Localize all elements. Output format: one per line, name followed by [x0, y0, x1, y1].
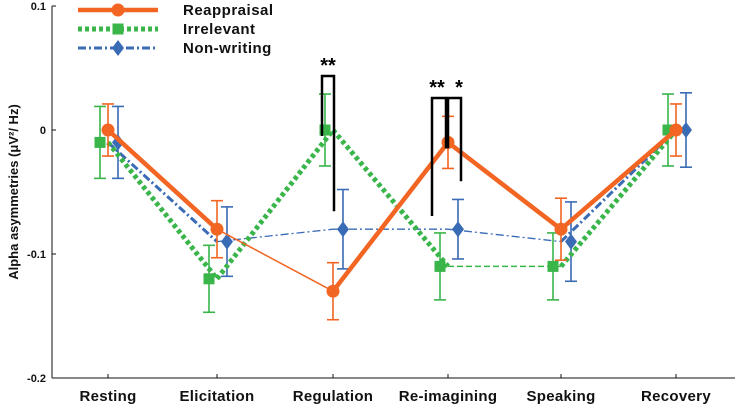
x-tick-label: Resting [79, 388, 136, 405]
y-axis-label: Alpha asymmetries (μV²/ Hz) [6, 104, 21, 280]
data-point [94, 136, 106, 148]
data-point [319, 124, 331, 136]
data-point [554, 222, 568, 236]
y-tick-label: -0.2 [27, 373, 46, 385]
series-line-segment [216, 228, 334, 243]
significance-annotations: ***** [320, 55, 463, 216]
series-line-segment [215, 128, 335, 281]
data-point [337, 221, 349, 238]
series-line-segment [331, 141, 450, 293]
series-line-segment [216, 228, 334, 292]
data-point [669, 123, 683, 137]
series-irrelevant [94, 93, 678, 314]
data-point [452, 221, 464, 238]
legend-label: Reappraisal [183, 2, 274, 19]
legend-marker [112, 40, 124, 56]
series-reappraisal [101, 103, 683, 321]
x-tick-label: Recovery [641, 388, 711, 405]
series-line-segment [106, 128, 219, 231]
significance-bracket [446, 96, 463, 182]
legend-marker [112, 23, 124, 35]
data-point [565, 233, 577, 250]
data-point [101, 123, 115, 137]
significance-label: ** [429, 77, 445, 99]
y-tick-label: 0 [40, 125, 46, 137]
significance-label: * [455, 77, 463, 99]
significance-bracket [320, 74, 336, 212]
significance-label: ** [320, 55, 336, 77]
y-tick-label: -0.1 [27, 249, 46, 261]
legend-label: Irrelevant [183, 21, 256, 38]
series-line-segment [446, 140, 563, 231]
x-tick-label: Regulation [293, 388, 374, 405]
series-line-segment [106, 140, 219, 281]
data-point [326, 284, 340, 298]
data-point [662, 124, 674, 136]
significance-bracket [430, 96, 448, 216]
x-tick-label: Elicitation [180, 388, 255, 405]
legend-marker [111, 3, 125, 17]
series-line-segment [559, 128, 678, 231]
x-tick-label: Speaking [526, 388, 595, 405]
legend-label: Non-writing [183, 40, 272, 57]
series-line-segment [447, 228, 562, 243]
data-point [221, 233, 233, 250]
series-line-segment [331, 128, 450, 269]
data-point [680, 122, 692, 138]
series-line-segment [559, 128, 678, 269]
data-point [203, 273, 215, 285]
plot-area [94, 92, 692, 321]
y-tick-label: 0.1 [31, 1, 46, 13]
data-point [434, 260, 446, 272]
data-point [547, 260, 559, 272]
series-line-segment [106, 141, 219, 243]
data-point [210, 222, 224, 236]
x-tick-label: Re-imagining [399, 388, 498, 405]
